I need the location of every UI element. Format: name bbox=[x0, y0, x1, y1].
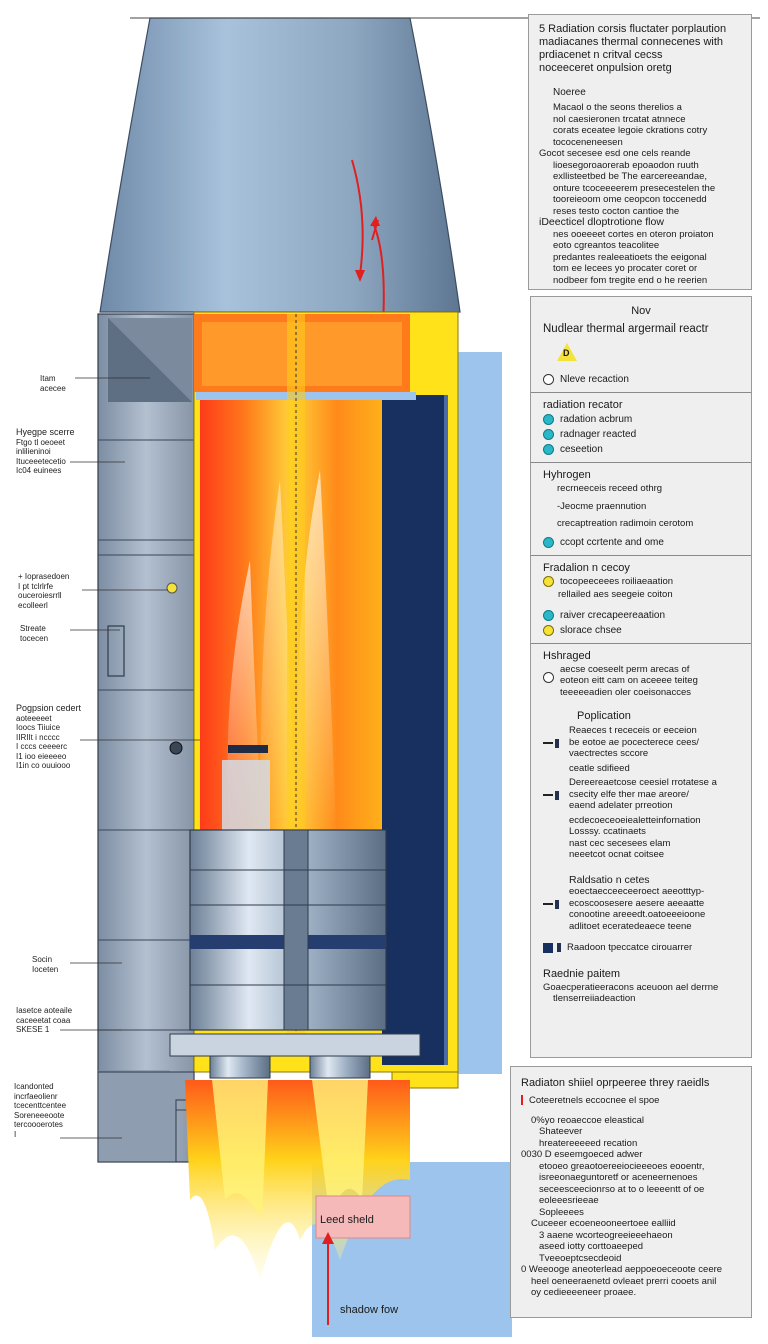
section-poplication: Poplication bbox=[577, 710, 631, 722]
lead-shield-block bbox=[315, 1195, 411, 1239]
yellow-dot-icon bbox=[543, 575, 554, 587]
shield-panel-title: Radiaton shiiel oprpeeree threy raeidls bbox=[521, 1077, 710, 1089]
circle-icon bbox=[543, 671, 554, 683]
hydrogen-notes: recrneeceis receed othrg -Jeocme praennu… bbox=[557, 483, 694, 529]
nozzle-throat bbox=[222, 760, 270, 832]
arrow-head-1 bbox=[355, 270, 365, 282]
shield-panel: Radiaton shiiel oprpeeree threy raeidls … bbox=[510, 1066, 752, 1318]
arrow-head-3 bbox=[370, 216, 380, 226]
legend-item: Dereereaetcose ceesiel rrotatese a cseci… bbox=[543, 777, 739, 812]
casing-hatch bbox=[107, 625, 125, 677]
nozzle-left bbox=[209, 1055, 271, 1079]
shield-panel-body: 0%yo reoaeccoe eleastical Shateever hrea… bbox=[521, 1114, 723, 1299]
legend-item: ceatle sdifieed bbox=[569, 762, 630, 774]
aft-skirt bbox=[97, 1071, 195, 1163]
turbopump-spine bbox=[283, 829, 309, 1031]
section-radiation-pattern: Raednie paitem bbox=[543, 967, 621, 980]
yellow-dot-icon bbox=[543, 624, 554, 636]
circle-icon bbox=[543, 374, 554, 385]
legend-title: Nudlear thermal argermail reactr bbox=[543, 323, 709, 335]
turbopump-seams bbox=[190, 869, 386, 986]
shield-swatch bbox=[543, 942, 553, 953]
legend-item: raiver crecapeereaation bbox=[543, 609, 739, 622]
lead-shield-label: Leed sheld bbox=[320, 1214, 374, 1226]
teal-dot-icon bbox=[543, 444, 554, 455]
warning-icon: D bbox=[557, 343, 577, 361]
left-leader-lines bbox=[60, 377, 200, 1139]
legend-item: tocopeeceees roiliaeaation bbox=[543, 576, 739, 588]
section-hydrogen: Hyhrogen bbox=[543, 469, 591, 481]
teal-dot-icon bbox=[543, 536, 554, 548]
reactor-top-plate bbox=[196, 392, 416, 400]
legend-item: rellailed aes seegeie coiton bbox=[558, 589, 673, 600]
intro-title: 5 Radiation corsis fluctater porplaution… bbox=[539, 23, 727, 74]
teal-dot-icon bbox=[543, 609, 554, 621]
yellow-sensor-dot bbox=[166, 582, 178, 594]
exhaust-flames bbox=[185, 1080, 410, 1280]
legend-item: Raldsatio n cetes eoectaecceeceeroect ae… bbox=[543, 874, 739, 933]
shadow-flow-label: shadow fow bbox=[340, 1304, 399, 1316]
neutron-shield bbox=[382, 395, 444, 1065]
nozzle-right bbox=[309, 1055, 371, 1079]
legend-item: ecdecoeceoeiealetteinfornation Losssy. c… bbox=[569, 814, 701, 861]
shield-edge bbox=[444, 395, 448, 1065]
legend-item: ccopt ccrtente and ome bbox=[543, 536, 739, 549]
section-radiation-decay: Fradalion n cecoy bbox=[543, 561, 630, 574]
section-radiation-reactor: radiation recator bbox=[543, 399, 623, 411]
notes-heading: Noeree bbox=[553, 87, 586, 98]
shield-panel-subtitle: Coteeretnels eccocnee el spoe bbox=[521, 1095, 741, 1107]
outer-shroud-upper bbox=[458, 352, 502, 1074]
valve-knob bbox=[169, 741, 183, 755]
casing-upper-shadow bbox=[108, 318, 192, 402]
teal-dot-icon bbox=[543, 429, 554, 440]
legend-item: ceseetion bbox=[543, 443, 739, 456]
legend-item: aecse coeseelt perm arecas of eoteon eit… bbox=[543, 664, 739, 699]
legend-item: radation acbrum bbox=[543, 413, 739, 426]
nose-cone bbox=[99, 17, 461, 313]
notes-body: Macaol o the seons therelios a nol caesi… bbox=[539, 102, 716, 286]
nozzle-flange bbox=[169, 1033, 421, 1057]
left-casing bbox=[97, 313, 195, 1163]
intro-panel: 5 Radiation corsis fluctater porplaution… bbox=[528, 14, 752, 290]
legend-item: Raadoon tpeccatce cirouarrer bbox=[543, 942, 739, 954]
section-hshraged: Hshraged bbox=[543, 649, 591, 662]
legend-item: slorace chsee bbox=[543, 624, 739, 637]
radiation-pattern-notes: Goaecperatieeracons aceuoon ael derrne t… bbox=[543, 981, 719, 1005]
legend-item: Reaeces t receceis or eeceion be eotoe a… bbox=[543, 725, 739, 760]
legend-item: radnager reacted bbox=[543, 428, 739, 441]
core-dark-ring bbox=[228, 745, 268, 753]
legend-head: Nov bbox=[631, 305, 651, 317]
shadow-flow-arrow-head bbox=[322, 1232, 334, 1244]
legend-panel: Nov Nudlear thermal argermail reactr D N… bbox=[530, 296, 752, 1058]
teal-dot-icon bbox=[543, 414, 554, 425]
legend-item-new-reaction: Nleve recaction bbox=[543, 373, 739, 386]
